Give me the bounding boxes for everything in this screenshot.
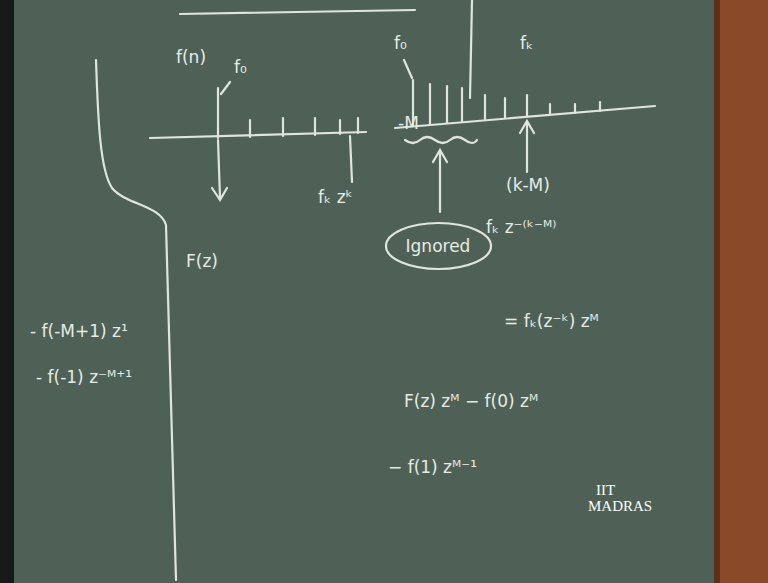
circled-note: Ignored xyxy=(384,221,493,271)
chalk-label: f(n) xyxy=(176,48,206,67)
note-text: Ignored xyxy=(384,236,493,256)
chalk-label: − f(1) zᴹ⁻¹ xyxy=(388,458,477,477)
chalk-label: f₀ xyxy=(234,58,247,77)
watermark: IIT xyxy=(596,482,615,499)
chalk-label: f₀ xyxy=(394,34,407,53)
chalk-label: (k-M) xyxy=(506,176,550,195)
chalk-label: - f(-1) z⁻ᴹ⁺¹ xyxy=(36,368,132,387)
chalk-label: -M xyxy=(398,114,419,133)
chalk-label: F(z) zᴹ − f(0) zᴹ xyxy=(404,392,538,411)
chalk-label: fₖ xyxy=(520,34,533,53)
chalk-label: = fₖ(z⁻ᵏ) zᴹ xyxy=(504,312,599,331)
chalk-label: F(z) xyxy=(186,252,218,271)
chalk-label: fₖ z⁻⁽ᵏ⁻ᴹ⁾ xyxy=(486,218,556,237)
chalk-label: fₖ zᵏ xyxy=(318,188,353,207)
chalk-label: - f(-M+1) z¹ xyxy=(30,322,128,341)
watermark: MADRAS xyxy=(588,498,652,515)
